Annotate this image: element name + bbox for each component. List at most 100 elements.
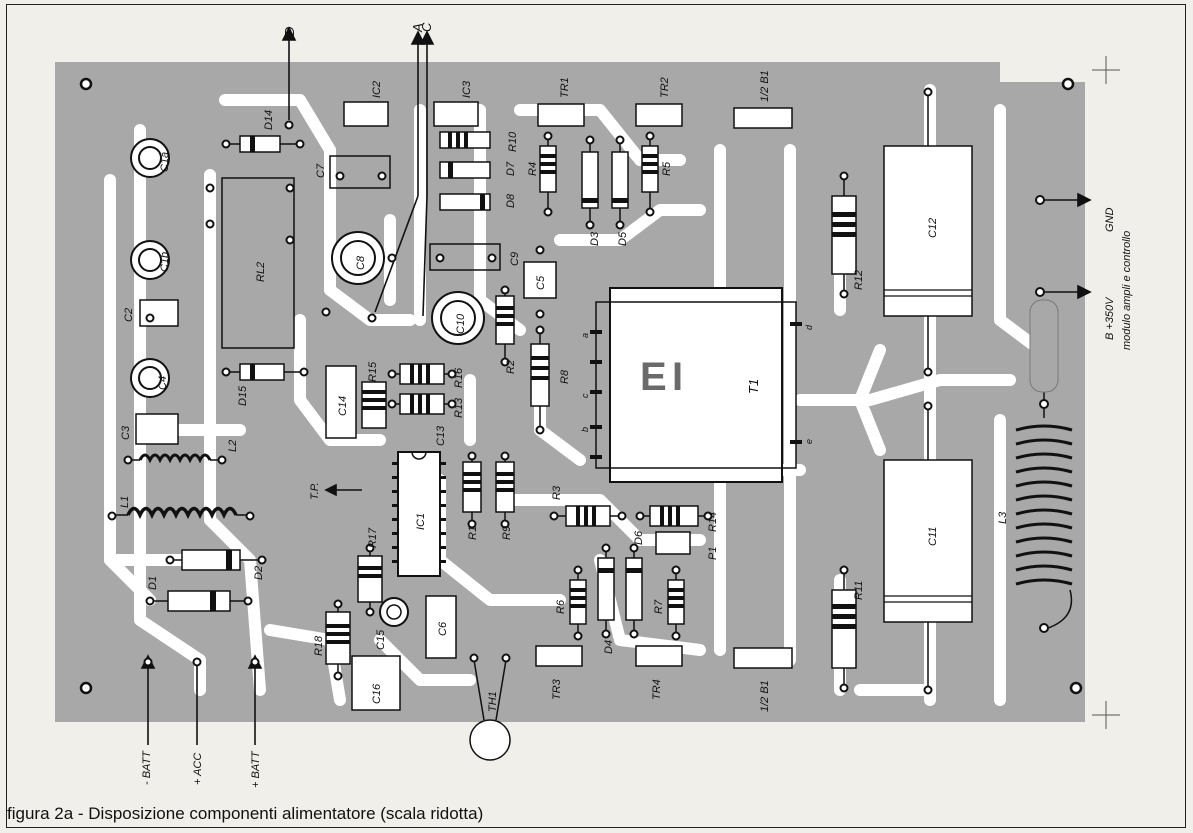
diode-d8 — [439, 193, 491, 211]
diode-d4 — [597, 548, 615, 634]
label-tr1: TR1 — [559, 77, 571, 98]
label-r16: R16 — [453, 367, 465, 388]
inductor-l3 — [1015, 299, 1073, 631]
label-c5: C5 — [535, 275, 547, 290]
label-d4: D4 — [603, 640, 615, 654]
resistor-r3 — [554, 505, 622, 527]
capacitor-c9 — [429, 243, 501, 271]
label-c13: C13 — [435, 425, 447, 446]
label-tp: T.P. — [309, 482, 321, 500]
label-r17: R17 — [367, 527, 379, 548]
label-r10: R10 — [507, 131, 519, 152]
resistor-r5 — [641, 136, 659, 212]
label-r2: R2 — [505, 360, 517, 374]
component-labels: D A C GND B +350V modulo ampli e control… — [119, 22, 1133, 788]
label-r14: R14 — [707, 512, 719, 532]
label-r12: R12 — [853, 270, 865, 290]
capacitor-c1b — [130, 240, 170, 280]
relay-rl2 — [221, 177, 295, 349]
label-tr2: TR2 — [659, 77, 671, 98]
resistor-r4 — [539, 136, 557, 212]
label-b350: B +350V — [1104, 296, 1116, 340]
transformer-core-mark-2: I — [672, 355, 683, 399]
label-r15: R15 — [367, 361, 379, 382]
mounting-hole-tl — [79, 77, 93, 91]
resistor-r11 — [831, 570, 857, 688]
transistor-tr2 — [635, 103, 683, 127]
label-l1: L1 — [119, 496, 131, 508]
trimmer-p1 — [655, 531, 691, 555]
transformer-core-mark: E — [640, 355, 667, 399]
transistor-tr3 — [535, 645, 583, 667]
regulator-ic3 — [433, 101, 479, 127]
label-t1-e: e — [804, 439, 814, 444]
label-t1-a: a — [580, 333, 590, 338]
label-rl2: RL2 — [255, 262, 267, 282]
label-r7: R7 — [653, 599, 665, 614]
label-gnd: GND — [1104, 208, 1116, 233]
label-c1a: C1a — [159, 152, 171, 172]
transistor-tr1 — [537, 103, 585, 127]
diode-d3 — [581, 140, 599, 225]
label-c9: C9 — [509, 252, 521, 266]
capacitor-c4 — [130, 358, 170, 398]
mounting-hole-tr — [1061, 77, 1075, 91]
label-acc: + ACC — [192, 753, 204, 785]
resistor-r14 — [640, 505, 708, 527]
transistor-tr4 — [635, 645, 683, 667]
label-r8: R8 — [559, 369, 571, 384]
resistor-r16 — [392, 363, 452, 385]
label-d7: D7 — [505, 161, 517, 176]
label-d6: D6 — [633, 530, 645, 545]
label-t1-d: d — [804, 324, 814, 330]
label-c10: C10 — [455, 313, 467, 334]
label-t1-b: b — [580, 427, 590, 432]
diode-d15 — [226, 363, 304, 381]
label-tr3: TR3 — [551, 678, 563, 700]
label-c8: C8 — [355, 255, 367, 270]
label-c15: C15 — [375, 629, 387, 650]
label-d15: D15 — [237, 385, 249, 406]
resistor-r6 — [569, 570, 587, 636]
resistor-r12 — [831, 176, 857, 294]
resistor-r13 — [392, 393, 452, 415]
label-c2: C2 — [123, 308, 135, 322]
diode-d1 — [150, 590, 248, 612]
diode-d7 — [439, 161, 491, 179]
label-d8: D8 — [505, 193, 517, 208]
label-c16: C16 — [371, 683, 383, 704]
signal-arrows — [140, 26, 1092, 745]
label-c4: C4 — [157, 376, 169, 390]
label-batt-pos: + BATT — [250, 750, 262, 788]
resistor-r9 — [495, 456, 515, 524]
mounting-hole-bl — [79, 681, 93, 695]
resistor-r18 — [325, 604, 351, 676]
label-c7: C7 — [315, 163, 327, 178]
capacitor-c15 — [379, 597, 409, 627]
resistor-r1 — [462, 456, 482, 524]
registration-marks — [1092, 56, 1120, 729]
capacitor-c7 — [329, 155, 391, 189]
label-d2: D2 — [253, 566, 265, 580]
capacitor-c5 — [523, 261, 557, 299]
capacitor-c3 — [135, 413, 179, 445]
resistor-r10 — [439, 131, 491, 149]
label-r5: R5 — [661, 161, 673, 176]
label-t1: T1 — [746, 379, 761, 394]
capacitor-c8 — [331, 231, 385, 285]
label-c1b: C1b — [159, 252, 171, 272]
label-top-d: D — [282, 27, 297, 36]
resistor-r2 — [495, 290, 515, 362]
figure-frame — [6, 4, 1186, 828]
label-t1-c: c — [580, 393, 590, 398]
capacitor-c1a — [130, 138, 170, 178]
pads — [107, 87, 1049, 695]
figure-caption: figura 2a - Disposizione componenti alim… — [7, 804, 484, 823]
label-c6: C6 — [437, 621, 449, 636]
rectifier-b1-bottom — [733, 647, 793, 669]
resistor-r15 — [361, 381, 387, 429]
label-batt-neg: - BATT — [141, 750, 153, 785]
diode-d5 — [611, 140, 629, 225]
capacitor-c14 — [325, 365, 357, 439]
